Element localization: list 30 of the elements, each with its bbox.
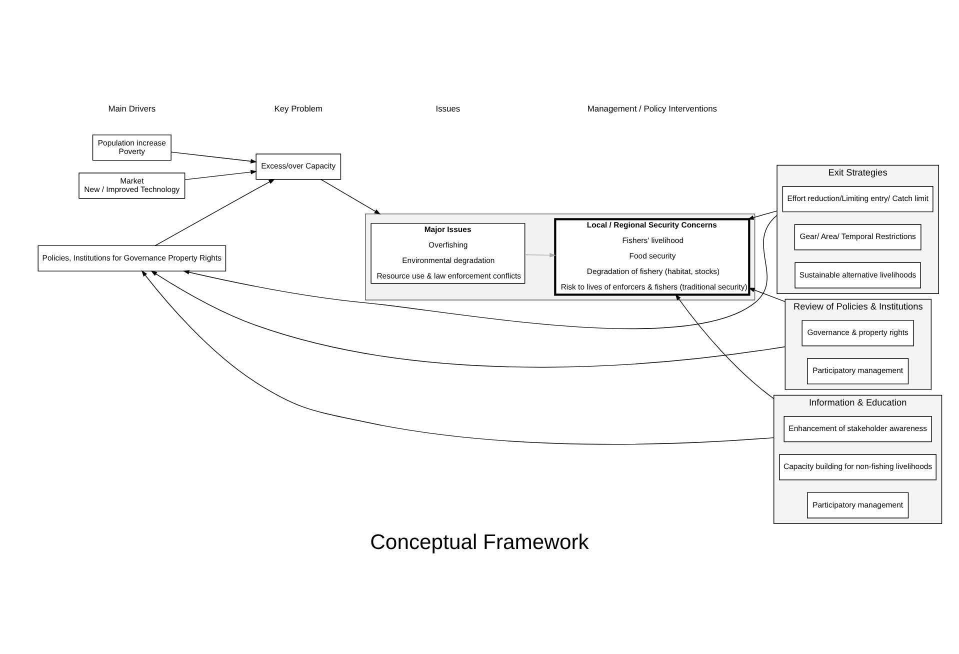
node-box: Effort reduction/Limiting entry/ Catch limit <box>782 186 934 212</box>
label: Key Problem <box>274 103 323 114</box>
arrow <box>184 169 258 180</box>
arrow <box>748 287 786 302</box>
arrow <box>675 293 774 399</box>
node-box: Local / Regional Security Concerns Fishers' livelihood Food security Degradation of fishery (habitat, stocks) Risk to lives of enforcers & fishers (traditional security) <box>554 218 750 296</box>
node-box: Sustainable alternative livelihoods <box>794 262 921 288</box>
arrow <box>170 151 258 163</box>
arrow <box>182 214 778 328</box>
arrow <box>524 252 556 257</box>
label: Issues <box>436 103 460 114</box>
node-box: Participatory management <box>807 358 909 384</box>
arrow <box>747 210 778 220</box>
node-box: Market New / Improved Technology <box>78 172 186 198</box>
arrow <box>154 178 276 246</box>
node-box: Participatory management <box>807 492 909 518</box>
node-box: Governance & property rights <box>802 320 914 346</box>
arrow <box>141 270 774 444</box>
node-box: Capacity building for non-fishing livelihoods <box>779 454 936 480</box>
node-box: Major Issues Overfishing Environmental degradation Resource use & law enforcement conflicts <box>370 222 526 284</box>
node-box: Enhancement of stakeholder awareness <box>784 416 932 442</box>
node-box: Population increase Poverty <box>92 134 172 160</box>
node-box: Policies, Institutions for Governance Property Rights <box>38 244 226 271</box>
diagram-title: Conceptual Framework <box>370 530 589 554</box>
arrow <box>320 178 381 214</box>
node-box: Excess/over Capacity <box>256 153 342 180</box>
label: Main Drivers <box>108 103 156 114</box>
arrow <box>150 270 786 368</box>
node-box: Gear/ Area/ Temporal Restrictions <box>794 224 922 250</box>
label: Management / Policy Interventions <box>587 103 718 114</box>
